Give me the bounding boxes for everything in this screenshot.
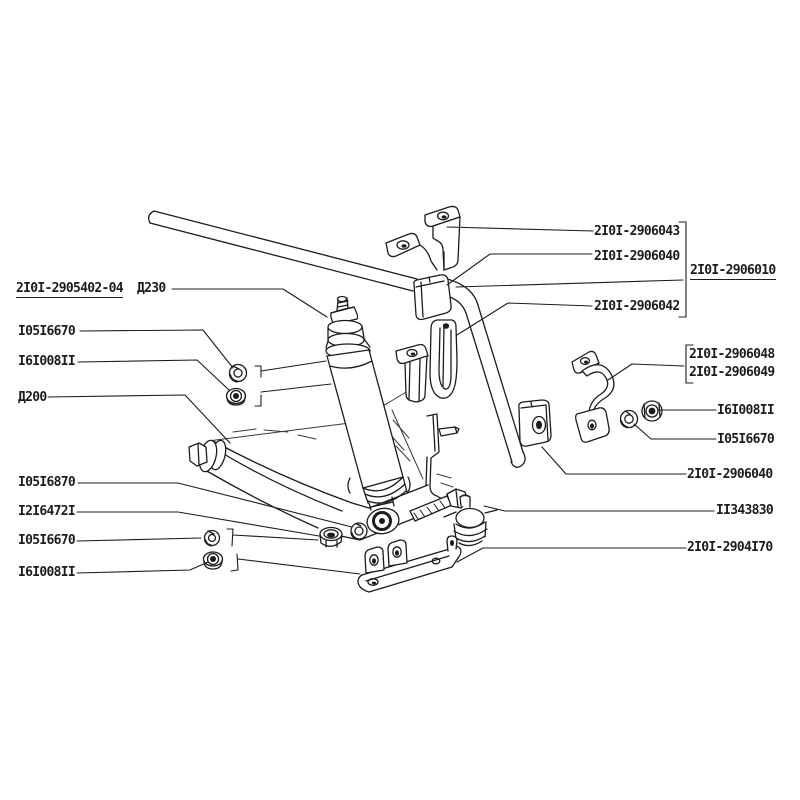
shock-absorber [325,295,411,535]
part-label-clamp-a: 2I0I-2906048 [689,347,775,362]
part-label-washer-lower: I05I6670 [18,533,76,548]
part-label-cushion-rear: 2I0I-2906040 [687,467,773,482]
part-label-cushion-upper: 2I0I-2906040 [594,249,680,264]
part-label-clamp-b: 2I0I-2906049 [689,365,775,380]
part-label-washer-shock-lower: I05I6870 [18,475,76,490]
part-label-cushion-lower: 2I0I-2906042 [594,299,680,314]
arm-lower-bracket [357,535,462,593]
part-label-bolt: II343830 [716,503,774,518]
part-label-shock-assembly: 2I0I-2905402-04 [16,281,124,298]
body-strip-bracket [425,413,460,500]
part-label-washer-upper: I05I6670 [18,324,76,339]
clamp-washer-and-nut [619,400,663,429]
stabilizer-clamp [571,350,615,443]
part-label-lower-bracket: 2I0I-2904I70 [687,540,773,555]
part-label-nut-upper: I6I008II [18,354,76,369]
bar-lower-bracket [395,319,458,403]
ball-joint [443,494,498,547]
callout-d230: Д230 [137,281,166,296]
lower-washer-and-nut [202,529,224,570]
bar-top-bracket [385,205,461,271]
control-arm [188,439,431,541]
stabilizer-bar [148,210,526,468]
upper-washer-and-nut [225,363,248,406]
bar-cushion-front [413,274,452,321]
part-label-stabilizer-assembly: 2I0I-2906010 [690,263,776,280]
leader-lines [47,221,717,575]
part-label-clamp-washer: I05I6670 [717,432,775,447]
arm-nut-and-washer [319,522,368,548]
part-label-bar-bracket: 2I0I-2906043 [594,224,680,239]
part-label-nut-arm-bolt: I2I6472I [18,504,76,519]
part-label-nut-lower: I6I008II [18,565,76,580]
callout-d200: Д200 [18,390,47,405]
part-label-clamp-nut: I6I008II [717,403,775,418]
bar-cushion-rear [518,399,552,447]
